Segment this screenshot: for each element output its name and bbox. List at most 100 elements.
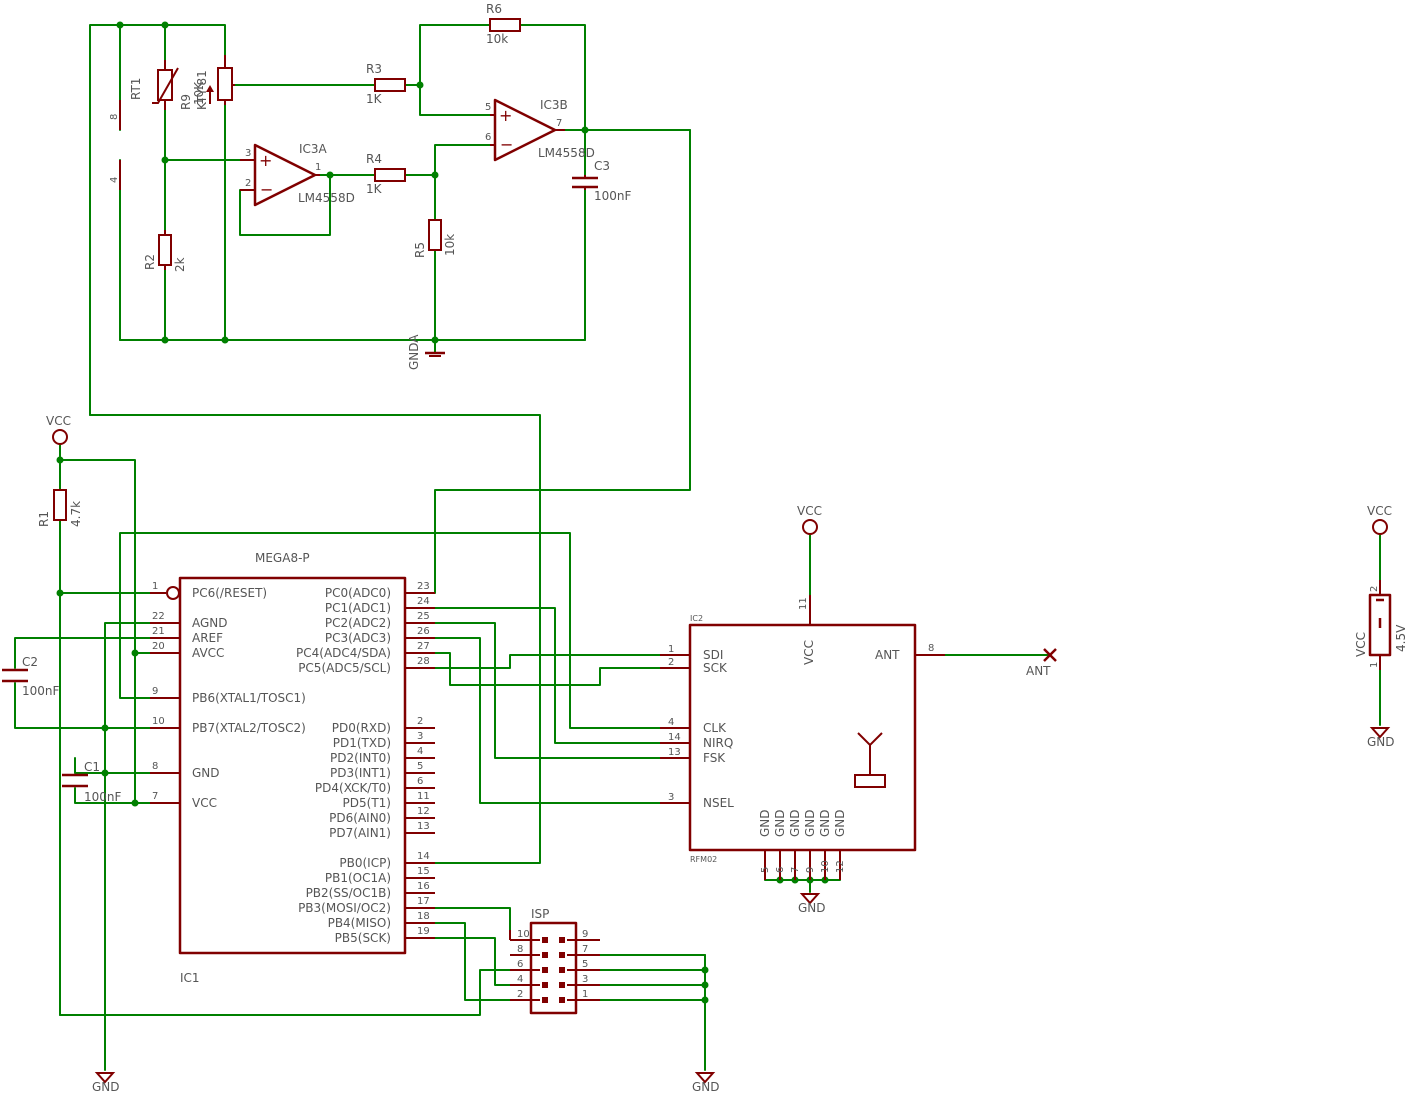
gnd-isp-label: GND	[692, 1080, 720, 1094]
resistor-r3: R3 1K	[366, 62, 406, 106]
ic3b-value: LM4558D	[538, 146, 595, 160]
mcu-pin-number: 11	[417, 791, 430, 802]
mcu-pin-label: AREF	[192, 631, 223, 645]
isp-pin-number: 1	[582, 989, 588, 1000]
r6-value: 10k	[486, 32, 508, 46]
mcu-right-pins: 23PC0(ADC0)24PC1(ADC1)25PC2(ADC2)26PC3(A…	[296, 581, 435, 945]
mcu-pin-label: PB5(SCK)	[335, 931, 391, 945]
r4-label: R4	[366, 152, 382, 166]
mcu-pin-number: 5	[417, 761, 423, 772]
ic3b-label: IC3B	[540, 98, 568, 112]
mcu-pin-number: 20	[152, 641, 165, 652]
inverted-pin-icon	[166, 586, 180, 600]
rfm-gnd-pin-number: 10	[820, 860, 831, 873]
rfm-gnd-pin-number: 12	[835, 860, 846, 873]
resistor-r2: R2 2k	[143, 230, 187, 272]
connector-pin-4: 4	[109, 177, 120, 183]
capacitor-c1: C1 100nF	[62, 760, 122, 804]
mcu-pin-label: PB6(XTAL1/TOSC1)	[192, 691, 306, 705]
rfm-gnd-pin-number: 7	[790, 867, 801, 873]
r1-value: 4.7k	[69, 501, 83, 527]
isp-pin-number: 5	[582, 959, 588, 970]
thermistor-rt1: RT1	[129, 60, 179, 110]
vcc-supply-rfm: VCC	[797, 504, 822, 535]
opamp-ic3a: + − 3 2 1 IC3A LM4558D	[240, 142, 355, 207]
antenna-label: ANT	[1026, 664, 1051, 678]
ic3a-value: LM4558D	[298, 191, 355, 205]
gnd-symbol-battery: GND	[1367, 727, 1395, 749]
isp-pin-pad	[542, 967, 548, 973]
mcu-pin-label: PD4(XCK/T0)	[315, 781, 391, 795]
battery-pin-2: 2	[1369, 586, 1380, 592]
battery-pin-1: 1	[1369, 662, 1380, 668]
r5-label: R5	[413, 242, 427, 258]
mcu-pin-label: PB2(SS/OC1B)	[306, 886, 391, 900]
mcu-pin-number: 26	[417, 626, 430, 637]
mcu-pin-label: PC6(/RESET)	[192, 586, 267, 600]
vcc-supply-battery: VCC	[1367, 504, 1392, 535]
isp-pin-pad	[542, 937, 548, 943]
mcu-pin-label: PB0(ICP)	[339, 856, 391, 870]
rfm-pin-number: 1	[668, 644, 674, 655]
rfm-ant-pin-label: ANT	[875, 648, 900, 662]
battery-value: 4.5V	[1394, 624, 1408, 652]
mcu-pin-label: AGND	[192, 616, 228, 630]
mcu-pin-number: 16	[417, 881, 430, 892]
mcu-pin-label: PC5(ADC5/SCL)	[298, 661, 391, 675]
mcu-pin-number: 3	[417, 731, 423, 742]
vcc-rfm-label: VCC	[797, 504, 822, 518]
isp-pin-pad	[559, 967, 565, 973]
r3-value: 1K	[366, 92, 383, 106]
isp-pin-number: 9	[582, 929, 588, 940]
rfm-ant-pin-num: 8	[928, 643, 934, 654]
isp-pin-number: 10	[517, 929, 530, 940]
mcu-pin-number: 8	[152, 761, 158, 772]
gnd-symbol-isp: GND	[692, 1072, 720, 1094]
mcu-pin-label: PD1(TXD)	[333, 736, 391, 750]
rfm-vcc-pin-num: 11	[798, 597, 809, 610]
c1-value: 100nF	[84, 790, 122, 804]
isp-pin-pad	[559, 982, 565, 988]
isp-pin-number: 4	[517, 974, 523, 985]
resistor-r4: R4 1K	[366, 152, 406, 196]
rfm-name: IC2	[690, 614, 703, 623]
mcu-pin-number: 17	[417, 896, 430, 907]
antenna-terminal: ANT	[1026, 648, 1057, 678]
wires	[14, 24, 1381, 1071]
isp-pin-pad	[542, 982, 548, 988]
mcu-pin-number: 15	[417, 866, 430, 877]
rfm-pin-label: CLK	[703, 721, 727, 735]
gnd-left-label: GND	[92, 1080, 120, 1094]
r9-extra: KTY-81	[195, 70, 209, 110]
mcu-pin-label: PB3(MOSI/OC2)	[298, 901, 391, 915]
rfm-pin-number: 2	[668, 657, 674, 668]
svg-text:−: −	[260, 180, 273, 199]
rfm-gnd-pin-label: GND	[833, 809, 847, 837]
gnd-rfm-label: GND	[798, 901, 826, 915]
rfm-gnd-pin-label: GND	[818, 809, 832, 837]
mcu-pin-label: PC4(ADC4/SDA)	[296, 646, 391, 660]
r2-label: R2	[143, 254, 157, 270]
rfm-gnd-pin-label: GND	[803, 809, 817, 837]
ic3a-label: IC3A	[299, 142, 328, 156]
mcu-pin-number: 6	[417, 776, 423, 787]
resistor-r1: R1 4.7k	[37, 489, 83, 527]
c2-label: C2	[22, 655, 38, 669]
resistor-r5: R5 10k	[413, 219, 457, 258]
mcu-pin-number: 4	[417, 746, 423, 757]
rfm-pin-number: 3	[668, 792, 674, 803]
mcu-pin-label: VCC	[192, 796, 217, 810]
rfm-pin-number: 13	[668, 747, 681, 758]
isp-pin-number: 8	[517, 944, 523, 955]
mcu-pin-number: 9	[152, 686, 158, 697]
rfm-pin-label: NSEL	[703, 796, 734, 810]
mcu-pin-number: 23	[417, 581, 430, 592]
mcu-pin-number: 7	[152, 791, 158, 802]
mcu-pin-number: 10	[152, 716, 165, 727]
junctions	[56, 21, 829, 1004]
